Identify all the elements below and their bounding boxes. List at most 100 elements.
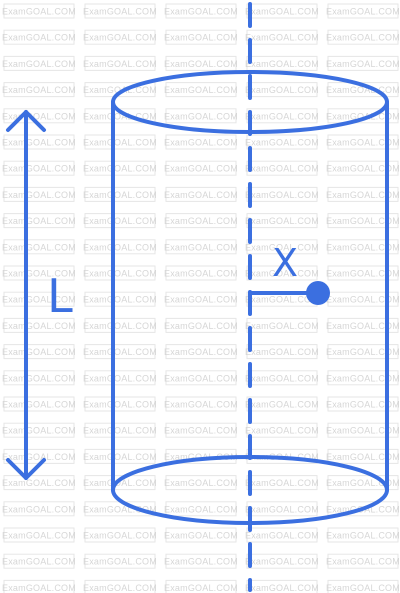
- watermark-tile: ExamGOAL.COM: [326, 29, 400, 45]
- svg-text:ExamGOAL.COM: ExamGOAL.COM: [164, 59, 238, 69]
- svg-text:ExamGOAL.COM: ExamGOAL.COM: [245, 373, 319, 383]
- watermark-tile: ExamGOAL.COM: [164, 579, 238, 593]
- watermark-tile: ExamGOAL.COM: [83, 55, 157, 71]
- svg-text:ExamGOAL.COM: ExamGOAL.COM: [83, 426, 157, 436]
- watermark-tile: ExamGOAL.COM: [164, 29, 238, 45]
- svg-text:ExamGOAL.COM: ExamGOAL.COM: [326, 164, 400, 174]
- watermark-tile: ExamGOAL.COM: [2, 3, 76, 19]
- svg-text:ExamGOAL.COM: ExamGOAL.COM: [83, 400, 157, 410]
- svg-text:ExamGOAL.COM: ExamGOAL.COM: [83, 190, 157, 200]
- watermark-tile: ExamGOAL.COM: [245, 134, 319, 150]
- watermark-tile: ExamGOAL.COM: [326, 186, 400, 202]
- svg-text:ExamGOAL.COM: ExamGOAL.COM: [2, 138, 76, 148]
- watermark-tile: ExamGOAL.COM: [245, 370, 319, 386]
- svg-text:ExamGOAL.COM: ExamGOAL.COM: [245, 190, 319, 200]
- watermark-tile: ExamGOAL.COM: [164, 344, 238, 360]
- watermark-tile: ExamGOAL.COM: [245, 344, 319, 360]
- watermark-tile: ExamGOAL.COM: [245, 396, 319, 412]
- watermark-tile: ExamGOAL.COM: [326, 344, 400, 360]
- svg-text:ExamGOAL.COM: ExamGOAL.COM: [245, 85, 319, 95]
- svg-text:ExamGOAL.COM: ExamGOAL.COM: [2, 190, 76, 200]
- svg-text:ExamGOAL.COM: ExamGOAL.COM: [326, 138, 400, 148]
- svg-text:ExamGOAL.COM: ExamGOAL.COM: [245, 138, 319, 148]
- watermark-tile: ExamGOAL.COM: [83, 29, 157, 45]
- watermark-tile: ExamGOAL.COM: [2, 239, 76, 255]
- watermark-tile: ExamGOAL.COM: [83, 3, 157, 19]
- svg-text:ExamGOAL.COM: ExamGOAL.COM: [83, 269, 157, 279]
- svg-text:ExamGOAL.COM: ExamGOAL.COM: [2, 347, 76, 357]
- svg-text:ExamGOAL.COM: ExamGOAL.COM: [245, 400, 319, 410]
- watermark-tile: ExamGOAL.COM: [164, 265, 238, 281]
- svg-text:ExamGOAL.COM: ExamGOAL.COM: [83, 583, 157, 593]
- svg-text:ExamGOAL.COM: ExamGOAL.COM: [164, 190, 238, 200]
- svg-text:ExamGOAL.COM: ExamGOAL.COM: [2, 583, 76, 593]
- svg-text:ExamGOAL.COM: ExamGOAL.COM: [164, 373, 238, 383]
- watermark-tile: ExamGOAL.COM: [83, 527, 157, 543]
- svg-text:ExamGOAL.COM: ExamGOAL.COM: [164, 347, 238, 357]
- svg-text:ExamGOAL.COM: ExamGOAL.COM: [164, 242, 238, 252]
- svg-text:ExamGOAL.COM: ExamGOAL.COM: [83, 373, 157, 383]
- svg-text:ExamGOAL.COM: ExamGOAL.COM: [2, 504, 76, 514]
- watermark-tile: ExamGOAL.COM: [326, 108, 400, 124]
- watermark-tile: ExamGOAL.COM: [164, 213, 238, 229]
- watermark-tile: ExamGOAL.COM: [2, 396, 76, 412]
- svg-text:ExamGOAL.COM: ExamGOAL.COM: [2, 33, 76, 43]
- svg-text:ExamGOAL.COM: ExamGOAL.COM: [2, 7, 76, 17]
- svg-text:ExamGOAL.COM: ExamGOAL.COM: [164, 7, 238, 17]
- watermark-tile: ExamGOAL.COM: [245, 160, 319, 176]
- svg-text:ExamGOAL.COM: ExamGOAL.COM: [164, 164, 238, 174]
- svg-text:ExamGOAL.COM: ExamGOAL.COM: [245, 557, 319, 567]
- svg-text:ExamGOAL.COM: ExamGOAL.COM: [164, 216, 238, 226]
- watermark-tile: ExamGOAL.COM: [245, 3, 319, 19]
- watermark-tile: ExamGOAL.COM: [326, 396, 400, 412]
- svg-text:ExamGOAL.COM: ExamGOAL.COM: [83, 504, 157, 514]
- watermark-tile: ExamGOAL.COM: [245, 317, 319, 333]
- svg-text:ExamGOAL.COM: ExamGOAL.COM: [245, 216, 319, 226]
- svg-text:ExamGOAL.COM: ExamGOAL.COM: [83, 164, 157, 174]
- watermark-tile: ExamGOAL.COM: [83, 501, 157, 517]
- watermark-tile: ExamGOAL.COM: [2, 29, 76, 45]
- svg-text:ExamGOAL.COM: ExamGOAL.COM: [83, 478, 157, 488]
- svg-text:ExamGOAL.COM: ExamGOAL.COM: [83, 531, 157, 541]
- watermark-tile: ExamGOAL.COM: [2, 579, 76, 593]
- watermark-tile: ExamGOAL.COM: [245, 186, 319, 202]
- watermark-tile: ExamGOAL.COM: [164, 527, 238, 543]
- svg-text:ExamGOAL.COM: ExamGOAL.COM: [326, 478, 400, 488]
- watermark-tile: ExamGOAL.COM: [83, 553, 157, 569]
- svg-text:ExamGOAL.COM: ExamGOAL.COM: [326, 321, 400, 331]
- watermark-tile: ExamGOAL.COM: [83, 160, 157, 176]
- svg-text:ExamGOAL.COM: ExamGOAL.COM: [2, 85, 76, 95]
- svg-text:ExamGOAL.COM: ExamGOAL.COM: [245, 33, 319, 43]
- watermark-tile: ExamGOAL.COM: [83, 108, 157, 124]
- svg-text:ExamGOAL.COM: ExamGOAL.COM: [83, 33, 157, 43]
- watermark-tile: ExamGOAL.COM: [83, 475, 157, 491]
- svg-text:ExamGOAL.COM: ExamGOAL.COM: [83, 59, 157, 69]
- svg-text:ExamGOAL.COM: ExamGOAL.COM: [245, 583, 319, 593]
- watermark-tile: ExamGOAL.COM: [326, 317, 400, 333]
- watermark-tile: ExamGOAL.COM: [326, 239, 400, 255]
- watermark-tile: ExamGOAL.COM: [2, 527, 76, 543]
- svg-text:ExamGOAL.COM: ExamGOAL.COM: [164, 504, 238, 514]
- watermark-tile: ExamGOAL.COM: [2, 475, 76, 491]
- watermark-tile: ExamGOAL.COM: [164, 370, 238, 386]
- svg-text:ExamGOAL.COM: ExamGOAL.COM: [326, 7, 400, 17]
- svg-text:ExamGOAL.COM: ExamGOAL.COM: [2, 242, 76, 252]
- watermark-tile: ExamGOAL.COM: [164, 55, 238, 71]
- watermark-tile: ExamGOAL.COM: [164, 317, 238, 333]
- watermark-tile: ExamGOAL.COM: [326, 553, 400, 569]
- svg-text:ExamGOAL.COM: ExamGOAL.COM: [245, 59, 319, 69]
- svg-text:ExamGOAL.COM: ExamGOAL.COM: [83, 295, 157, 305]
- svg-text:ExamGOAL.COM: ExamGOAL.COM: [164, 400, 238, 410]
- watermark-tile: ExamGOAL.COM: [164, 422, 238, 438]
- watermark-tile: ExamGOAL.COM: [2, 55, 76, 71]
- watermark-tile: ExamGOAL.COM: [326, 213, 400, 229]
- svg-text:ExamGOAL.COM: ExamGOAL.COM: [245, 7, 319, 17]
- watermark-tile: ExamGOAL.COM: [245, 501, 319, 517]
- svg-text:ExamGOAL.COM: ExamGOAL.COM: [164, 269, 238, 279]
- length-arrow-top-head: [6, 110, 46, 132]
- length-label: L: [47, 269, 73, 323]
- svg-text:ExamGOAL.COM: ExamGOAL.COM: [2, 59, 76, 69]
- watermark-tile: ExamGOAL.COM: [2, 422, 76, 438]
- watermark-tile: ExamGOAL.COM: [326, 55, 400, 71]
- watermark-tile: ExamGOAL.COM: [164, 553, 238, 569]
